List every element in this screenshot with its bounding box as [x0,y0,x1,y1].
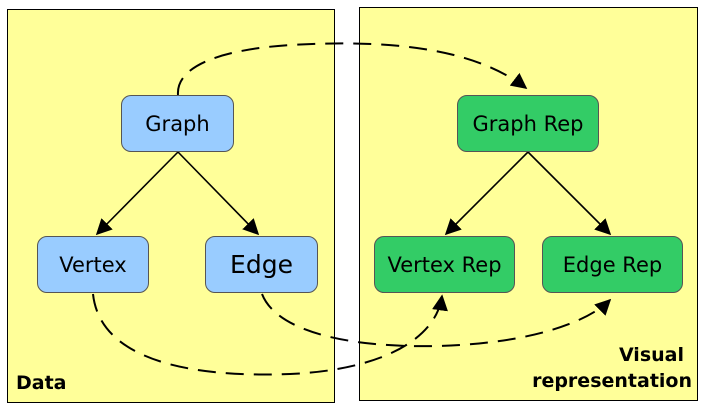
dashed-arrow-graph-to-graph-rep [176,42,528,96]
graph-node: Graph [121,95,234,152]
graph-rep-node: Graph Rep [457,95,599,152]
vertex-node: Vertex [37,236,149,293]
data-panel-label: Data [16,372,67,394]
arrow-graph-rep-to-edge-rep [527,151,612,236]
edge-rep-node: Edge Rep [542,236,683,293]
vertex-rep-node: Vertex Rep [374,236,515,293]
arrow-graph-rep-to-vertex-rep [444,151,529,236]
arrow-graph-to-vertex [95,151,179,236]
arrow-graph-to-edge [177,151,260,236]
edge-node: Edge [205,236,318,293]
dashed-arrow-vertex-to-vertex-rep [92,293,448,376]
dashed-arrow-edge-to-edge-rep [261,293,612,348]
data-panel [7,9,335,403]
visual-panel-label-line1: Visual [618,344,684,366]
visual-panel-label-line2: representation [532,370,692,392]
